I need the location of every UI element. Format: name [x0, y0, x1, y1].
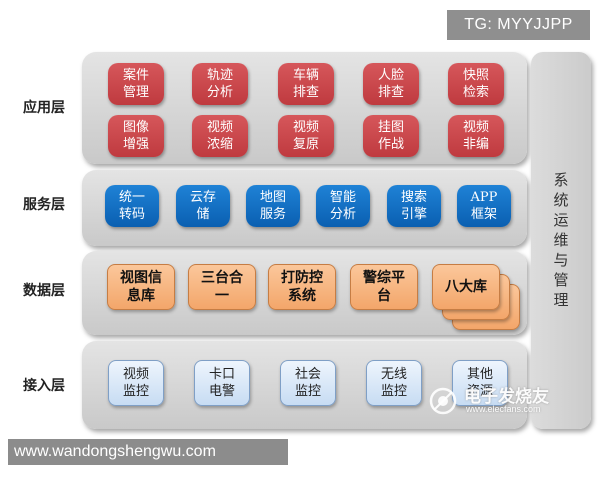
svc-box-transcode: 统一转码: [105, 185, 159, 227]
app-box-image-enhance: 图像增强: [108, 115, 164, 157]
access-box-video-surveillance: 视频监控: [108, 360, 164, 406]
layer-label-service: 服务层: [23, 197, 65, 213]
watermark-title: 电子发烧友: [464, 387, 549, 407]
app-box-trajectory-analysis: 轨迹分析: [192, 63, 248, 105]
layer-label-application: 应用层: [23, 100, 65, 116]
app-box-face-check: 人脸排查: [363, 63, 419, 105]
svc-box-map-service: 地图服务: [246, 185, 300, 227]
data-box-view-library: 视图信息库: [107, 264, 175, 310]
layer-label-data: 数据层: [23, 283, 65, 299]
svc-box-smart-analysis: 智能分析: [316, 185, 370, 227]
footer-url-banner: www.wandongshengwu.com: [8, 439, 288, 465]
app-box-video-condense: 视频浓缩: [192, 115, 248, 157]
layer-label-access: 接入层: [23, 378, 65, 394]
data-box-prevention-system: 打防控系统: [268, 264, 336, 310]
sidebar-label: 系统运维与管理: [553, 171, 569, 309]
tg-tag: TG: MYYJJPP: [447, 10, 590, 40]
data-box-three-in-one: 三台合一: [188, 264, 256, 310]
app-box-snapshot-search: 快照检索: [448, 63, 504, 105]
svc-box-cloud-storage: 云存储: [176, 185, 230, 227]
elecfans-logo-icon: [429, 387, 457, 415]
app-box-case-management: 案件管理: [108, 63, 164, 105]
elecfans-watermark: 电子发烧友 www.elecfans.com: [428, 382, 594, 418]
data-box-police-platform: 警综平台: [350, 264, 418, 310]
access-box-other-resources: 其他资源: [452, 360, 508, 406]
app-box-map-operations: 挂图作战: [363, 115, 419, 157]
access-box-checkpoint-police: 卡口电警: [194, 360, 250, 406]
app-box-video-restore: 视频复原: [278, 115, 334, 157]
svc-box-search-engine: 搜索引擎: [387, 185, 441, 227]
app-box-video-editing: 视频非编: [448, 115, 504, 157]
access-box-social-surveillance: 社会监控: [280, 360, 336, 406]
access-box-wireless-surveillance: 无线监控: [366, 360, 422, 406]
watermark-url: www.elecfans.com: [466, 404, 541, 414]
app-box-vehicle-check: 车辆排查: [278, 63, 334, 105]
ops-management-sidebar: 系统运维与管理: [531, 52, 591, 429]
data-box-eight-libraries: 八大库: [432, 264, 500, 310]
